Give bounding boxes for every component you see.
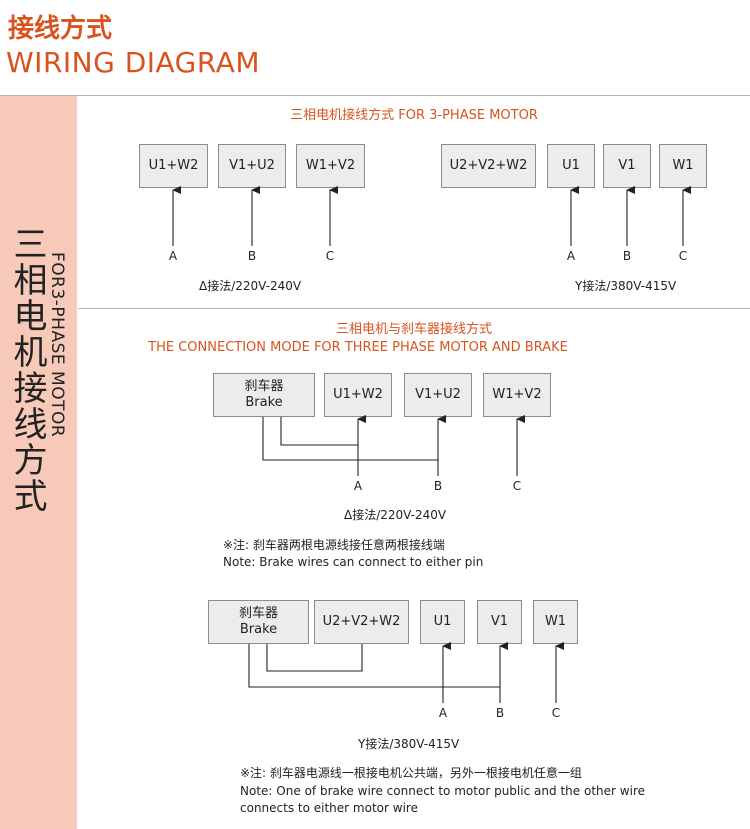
- s1-wye-terminal-v1: V1: [603, 144, 651, 188]
- sidebar-title-cn: 三相电机接线方式: [7, 226, 47, 514]
- sidebar: [0, 96, 77, 829]
- s2-wye-terminal-common: U2+V2+W2: [314, 600, 409, 644]
- s2-delta-label-a: A: [353, 479, 363, 493]
- s1-delta-terminal-3: W1+V2: [296, 144, 365, 188]
- s1-wye-terminal-u1: U1: [547, 144, 595, 188]
- s1-delta-label-b: B: [247, 249, 257, 263]
- header-divider: [0, 95, 750, 96]
- s2-delta-terminal-1: U1+W2: [324, 373, 392, 417]
- s2-wye-brake-wire-1: [266, 644, 363, 672]
- s2-wye-brake-cn: 刹车器: [238, 606, 278, 621]
- s2-wye-label-b: B: [495, 706, 505, 720]
- s2-delta-label-c: C: [512, 479, 522, 493]
- s2-delta-caption: Δ接法/220V-240V: [344, 508, 447, 522]
- s1-wye-terminal-w1: W1: [659, 144, 707, 188]
- header-title-cn: 接线方式: [8, 14, 113, 44]
- s2-delta-label-b: B: [433, 479, 443, 493]
- s1-delta-caption: Δ接法/220V-240V: [199, 279, 302, 293]
- s1-delta-label-c: C: [325, 249, 335, 263]
- s1-delta-terminal-2: V1+U2: [218, 144, 286, 188]
- s2-delta-terminal-2: V1+U2: [404, 373, 472, 417]
- s2-wye-caption: Y接法/380V-415V: [358, 737, 460, 751]
- s2-wye-terminal-v1: V1: [477, 600, 522, 644]
- s2-wye-brake-en: Brake: [239, 622, 278, 637]
- s1-wye-terminal-common: U2+V2+W2: [441, 144, 536, 188]
- s1-wye-label-b: B: [622, 249, 632, 263]
- s2-wye-terminal-u1: U1: [420, 600, 465, 644]
- s2-delta-note-en: Note: Brake wires can connect to either …: [223, 555, 484, 569]
- s2-delta-brake-cn: 刹车器: [244, 379, 284, 394]
- s1-delta-terminal-1: U1+W2: [139, 144, 208, 188]
- s2-wye-note-cn: ※注: 刹车器电源线一根接电机公共端，另外一根接电机任意一组: [240, 766, 582, 780]
- s2-delta-brake-box: 刹车器 Brake: [213, 373, 315, 417]
- s2-wye-note-en: Note: One of brake wire connect to motor…: [240, 784, 645, 815]
- s2-delta-note-cn: ※注: 刹车器两根电源线接任意两根接线端: [223, 538, 445, 552]
- s2-wye-label-c: C: [551, 706, 561, 720]
- s1-wye-label-c: C: [678, 249, 688, 263]
- s2-wye-terminal-w1: W1: [533, 600, 578, 644]
- s2-delta-terminal-3: W1+V2: [483, 373, 551, 417]
- s2-wye-brake-box: 刹车器 Brake: [208, 600, 309, 644]
- sidebar-title-en: FOR3-PHASE MOTOR: [47, 252, 67, 438]
- s2-wye-brake-wire-2: [248, 644, 500, 688]
- s2-delta-brake-wire-1: [280, 417, 358, 446]
- section-divider: [78, 308, 750, 309]
- section1-title: 三相电机接线方式 FOR 3-PHASE MOTOR: [290, 108, 538, 123]
- header-title-en: WIRING DIAGRAM: [6, 46, 261, 79]
- s2-delta-brake-en: Brake: [245, 395, 283, 410]
- s1-wye-label-a: A: [566, 249, 576, 263]
- s1-wye-caption: Y接法/380V-415V: [575, 279, 677, 293]
- s2-wye-label-a: A: [438, 706, 448, 720]
- s1-delta-label-a: A: [168, 249, 178, 263]
- section2-title-en: THE CONNECTION MODE FOR THREE PHASE MOTO…: [148, 340, 568, 355]
- section2-title-cn: 三相电机与刹车器接线方式: [335, 322, 492, 337]
- s2-delta-brake-wire-2: [262, 417, 438, 461]
